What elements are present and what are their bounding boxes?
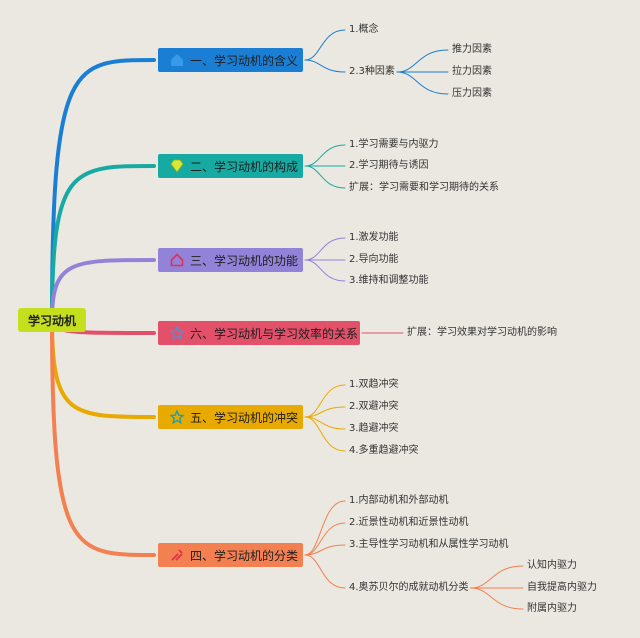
connector-line [304,522,346,556]
connector-line [50,164,156,322]
connector-line [396,71,449,95]
branch-function[interactable]: 三、学习动机的功能 [158,248,303,272]
branch-conflict[interactable]: 五、学习动机的冲突 [158,405,303,429]
branch-label: 二、学习动机的构成 [190,159,299,174]
sub-leaf[interactable]: 附属内驱力 [527,603,577,614]
branch-efficiency[interactable]: 六、学习动机与学习效率的关系 [158,321,360,345]
leaf[interactable]: 1.内部动机和外部动机 [349,495,449,506]
connector-line [304,384,346,418]
diamond-icon [170,159,184,173]
branch-label: 四、学习动机的分类 [190,548,299,563]
leaf[interactable]: 1.激发功能 [349,232,399,243]
house-icon [170,53,184,67]
sub-leaf[interactable]: 认知内驱力 [527,560,577,571]
leaf[interactable]: 4.奥苏贝尔的成就动机分类 [349,582,469,593]
connector-line [304,259,346,282]
sub-leaf[interactable]: 推力因素 [452,44,492,55]
sub-leaf[interactable]: 压力因素 [452,88,492,99]
connector-line [304,165,346,189]
leaf[interactable]: 2.双避冲突 [349,401,399,412]
connector-line [50,318,156,557]
connector-line [304,237,346,261]
tools-icon [170,548,184,562]
leaf[interactable]: 3.维持和调整功能 [349,275,429,286]
branch-classification[interactable]: 四、学习动机的分类 [158,543,303,567]
leaf[interactable]: 扩展：学习需要和学习期待的关系 [349,182,499,193]
connector-line [304,406,346,418]
star-icon [170,410,184,424]
leaf[interactable]: 1.概念 [349,24,379,35]
connector-line [304,554,346,589]
connector-line [396,49,449,73]
leaf[interactable]: 2.3种因素 [349,66,395,77]
sub-leaf[interactable]: 自我提高内驱力 [527,582,597,593]
branch-composition[interactable]: 二、学习动机的构成 [158,154,303,178]
branch-label: 三、学习动机的功能 [190,253,299,268]
branch-label: 一、学习动机的含义 [190,53,299,68]
branch-meaning[interactable]: 一、学习动机的含义 [158,48,303,72]
leaf[interactable]: 1.学习需要与内驱力 [349,139,439,150]
leaf[interactable]: 2.近景性动机和近景性动机 [349,517,469,528]
leaf[interactable]: 扩展：学习效果对学习动机的影响 [407,327,557,338]
house-icon [170,253,184,267]
connector-line [304,144,346,167]
connector-line [50,58,156,322]
connector-line [470,565,524,589]
connector-line [304,29,346,61]
leaf[interactable]: 3.主导性学习动机和从属性学习动机 [349,539,509,550]
leaf[interactable]: 1.双趋冲突 [349,379,399,390]
connector-line [304,500,346,556]
star-icon [170,326,184,340]
leaf[interactable]: 2.学习期待与诱因 [349,160,429,171]
connector-line [50,258,156,322]
connector-line [304,544,346,556]
leaf[interactable]: 2.导向功能 [349,254,399,265]
branch-label: 六、学习动机与学习效率的关系 [190,326,359,341]
root-node[interactable]: 学习动机 [18,308,86,332]
leaf[interactable]: 4.多重趋避冲突 [349,445,419,456]
branch-label: 五、学习动机的冲突 [190,410,299,425]
connector-line [304,59,346,73]
leaf[interactable]: 3.趋避冲突 [349,423,399,434]
connector-line [304,416,346,452]
sub-leaf[interactable]: 拉力因素 [452,66,492,77]
connector-line [470,587,524,610]
